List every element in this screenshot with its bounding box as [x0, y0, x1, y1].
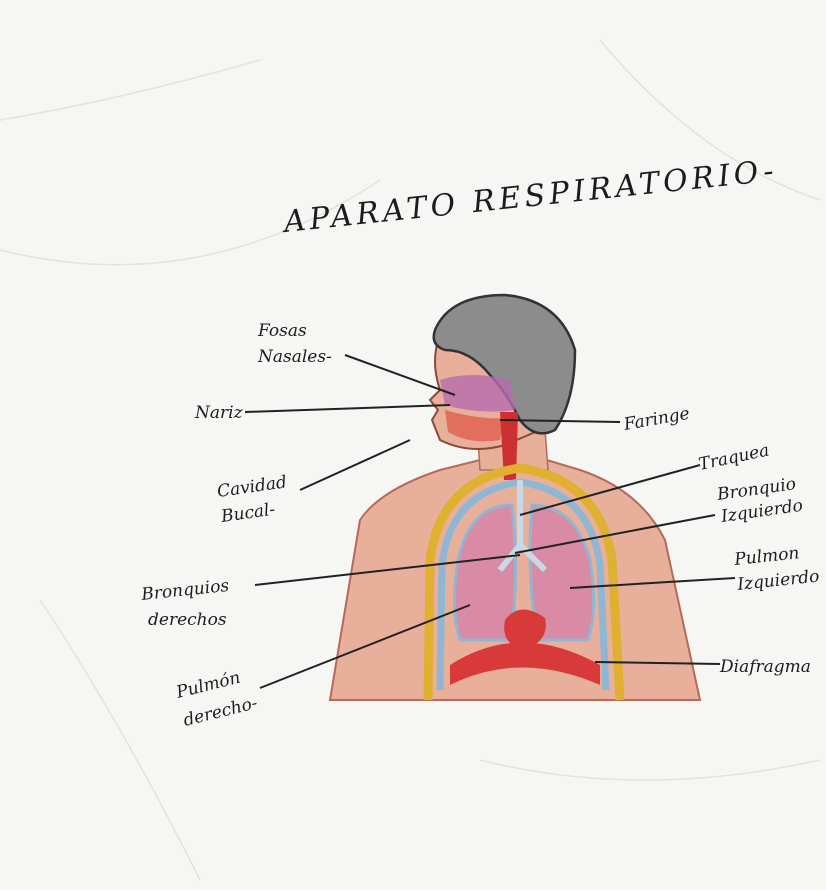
label-bronquios-der-2: derechos	[148, 610, 227, 630]
label-diafragma: Diafragma	[719, 657, 811, 677]
label-nariz: Nariz	[194, 403, 244, 423]
label-fosas-2: Nasales-	[257, 347, 332, 367]
label-fosas-1: Fosas	[257, 321, 307, 341]
